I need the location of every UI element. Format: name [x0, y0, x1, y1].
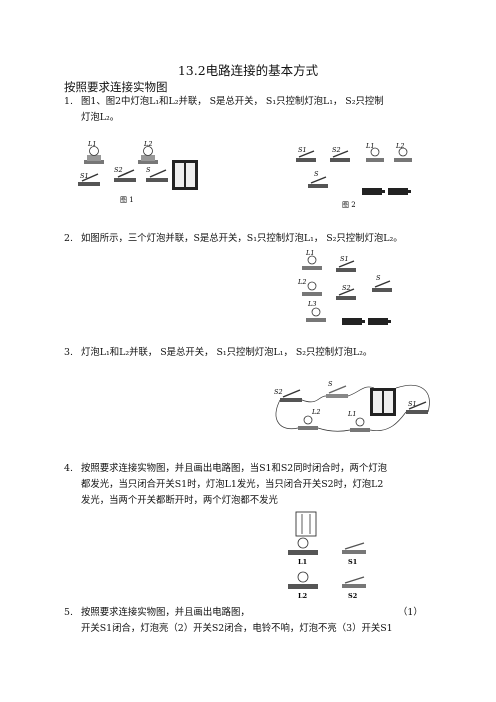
figure-q4-circuit: L1 S1 L2 S2 — [288, 511, 366, 600]
bulb-l1-icon — [350, 417, 370, 432]
label-l1: L1 — [347, 410, 356, 418]
bulb-l2-icon — [298, 415, 318, 430]
label-l1: L1 — [298, 558, 307, 566]
question-1: 1. 图1、图2中灯泡L₁和L₂并联， S是总开关， S₁只控制灯泡L₁， S₂… — [64, 94, 464, 128]
question-number: 5. — [64, 607, 73, 618]
label-l1: L1 — [365, 142, 374, 150]
switch-s2-icon — [336, 288, 356, 300]
bulb-l1-icon — [302, 255, 322, 270]
bulb-l2-icon — [138, 146, 158, 164]
switch-s2-icon — [342, 576, 366, 588]
label-s2: S2 — [274, 388, 283, 396]
question-text-line-2: 都发光，当只闭合开关S1时，灯泡L1发光，当只闭合开关S2时，灯泡L2 — [81, 479, 384, 490]
bulb-l2-icon — [288, 571, 318, 589]
label-l2: L2 — [311, 408, 320, 416]
label-s2: S2 — [332, 146, 341, 154]
label-l3: L3 — [307, 300, 316, 308]
question-number: 4. — [64, 463, 73, 474]
section-subtitle: 按照要求连接实物图 — [64, 80, 168, 94]
connecting-wires — [275, 384, 430, 432]
label-s2: S2 — [342, 284, 351, 292]
bulb-l2-icon — [302, 281, 322, 296]
label-s1: S1 — [408, 400, 417, 408]
figure-q3-circuit: S2 S L2 L1 S1 — [274, 380, 430, 432]
question-text-line-2: 灯泡L₂。 — [81, 112, 120, 123]
question-text-line-1: 灯泡L₁和L₂并联， S是总开关， S₁只控制灯泡L₁， S₂只控制灯泡L₂。 — [81, 347, 373, 358]
question-4: 4. 按照要求连接实物图，并且画出电路图，当S1和S2同时闭合时，两个灯泡 都发… — [64, 461, 484, 509]
figure-2-circuit: S1 S2 L1 L2 S 图 2 — [296, 142, 412, 209]
question-3: 3. 灯泡L₁和L₂并联， S是总开关， S₁只控制灯泡L₁， S₂只控制灯泡L… — [64, 345, 484, 361]
figure-1-caption: 图 1 — [120, 196, 134, 204]
battery-box-icon — [172, 160, 198, 190]
bulb-l1-icon — [366, 147, 384, 162]
label-s2: S2 — [114, 166, 123, 174]
question-text-line-1: 图1、图2中灯泡L₁和L₂并联， S是总开关， S₁只控制灯泡L₁， S₂只控制 — [81, 96, 384, 107]
question-text-line-2: 开关S1闭合，灯泡亮（2）开关S2闭合，电铃不响，灯泡不亮（3）开关S1 — [81, 623, 393, 634]
switch-s2-icon — [114, 169, 136, 182]
label-s2: S2 — [348, 592, 357, 600]
switch-s1-icon — [296, 150, 316, 162]
label-l1: L1 — [305, 249, 314, 257]
label-s1: S1 — [340, 255, 349, 263]
label-s: S — [328, 380, 333, 388]
switch-s1-icon — [336, 260, 356, 272]
label-l2: L2 — [143, 140, 152, 148]
question-number: 2. — [64, 233, 73, 244]
question-text-line-3: 发光，当两个开关都断开时，两个灯泡都不发光 — [81, 495, 278, 506]
switch-s2-icon — [330, 150, 350, 162]
question-text-line-1: 按照要求连接实物图，并且画出电路图， — [81, 607, 250, 618]
label-l2: L2 — [395, 142, 404, 150]
switch-s2-icon — [280, 389, 302, 402]
label-s1: S1 — [298, 146, 307, 154]
figure-1-circuit: L1 L2 S1 S2 S 图 1 — [78, 140, 198, 204]
battery-cells-icon — [362, 188, 411, 195]
question-number: 1. — [64, 96, 73, 107]
label-l1: L1 — [87, 140, 96, 148]
battery-box-icon — [370, 388, 396, 416]
bulb-l3-icon — [306, 307, 326, 322]
switch-s-icon — [326, 385, 348, 398]
label-s1: S1 — [348, 558, 357, 566]
switch-s-icon — [372, 280, 392, 292]
question-2: 2. 如图所示，三个灯泡并联，S是总开关，S₁只控制灯泡L₁， S₂只控制灯泡L… — [64, 231, 484, 247]
switch-s1-icon — [406, 401, 428, 414]
battery-cells-icon — [342, 318, 391, 325]
label-s: S — [376, 274, 381, 282]
label-l2: L2 — [297, 278, 306, 286]
figure-q2-circuit: L1 S1 S L2 S2 L3 — [297, 249, 392, 325]
bulb-l1-icon — [288, 537, 318, 555]
battery-pack-icon — [295, 511, 317, 537]
switch-s1-icon — [78, 173, 100, 186]
question-text-line-1: 如图所示，三个灯泡并联，S是总开关，S₁只控制灯泡L₁， S₂只控制灯泡L₂。 — [81, 233, 403, 244]
label-s: S — [314, 170, 319, 178]
switch-s-icon — [308, 176, 328, 188]
question-5: 5. 按照要求连接实物图，并且画出电路图， （1） 开关S1闭合，灯泡亮（2）开… — [64, 605, 444, 637]
question-text-line-1-right: （1） — [398, 607, 423, 618]
bulb-l1-icon — [84, 146, 104, 164]
label-s1: S1 — [80, 172, 89, 180]
question-number: 3. — [64, 347, 73, 358]
figure-2-caption: 图 2 — [342, 201, 356, 209]
bulb-l2-icon — [394, 147, 412, 162]
switch-s-icon — [146, 169, 168, 182]
label-s: S — [146, 166, 151, 174]
switch-s1-icon — [342, 542, 366, 554]
question-text-line-1: 按照要求连接实物图，并且画出电路图，当S1和S2同时闭合时，两个灯泡 — [81, 463, 388, 474]
page-title: 13.2电路连接的基本方式 — [177, 63, 319, 78]
label-l2: L2 — [298, 592, 307, 600]
